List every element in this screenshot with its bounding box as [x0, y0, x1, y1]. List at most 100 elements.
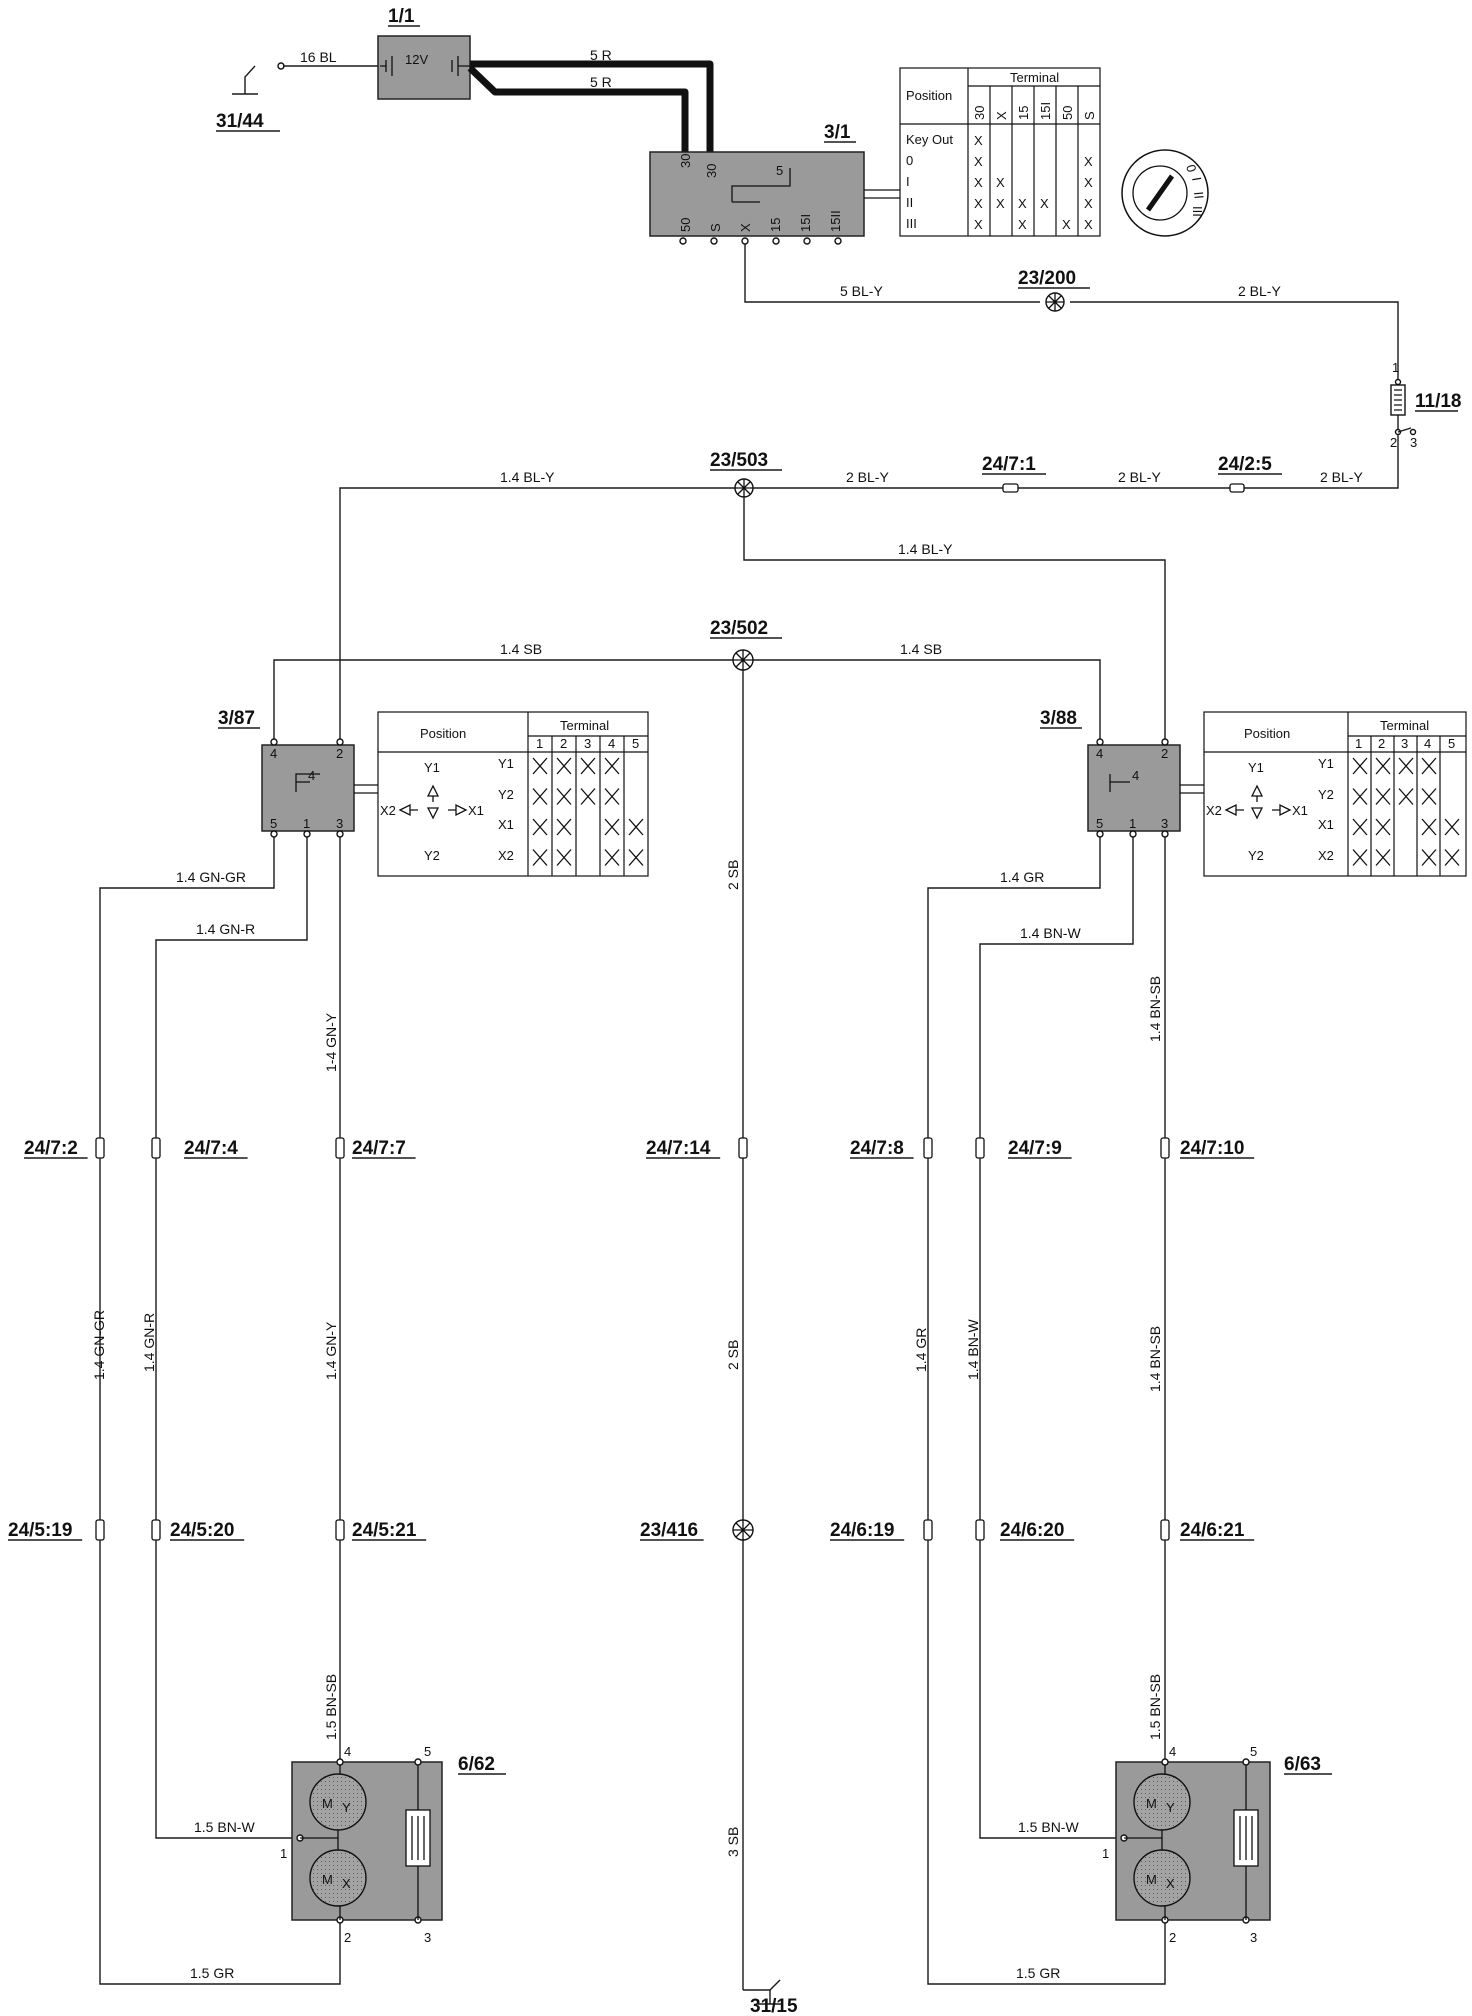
- svg-text:4: 4: [608, 736, 615, 751]
- svg-text:4: 4: [1424, 736, 1431, 751]
- wire-left-gr: [99, 1540, 341, 1985]
- switch-mark: [1398, 788, 1414, 805]
- key-dial-icon: 0 I II III: [1121, 149, 1209, 237]
- ign-table-position-header: Position: [906, 88, 952, 103]
- ground-31-15: 31/15: [743, 1979, 798, 2016]
- svg-text:24/7:1: 24/7:1: [982, 454, 1036, 475]
- switch-mark: [532, 757, 548, 775]
- wire-5bly: [744, 244, 1399, 380]
- wire-label-5r-1: 5 R: [590, 47, 612, 63]
- wire-label-left-bnw: 1.5 BN-W: [194, 1819, 255, 1835]
- ign-mark: X: [1062, 217, 1071, 232]
- right-table-marks: [1352, 757, 1460, 866]
- wire-label-right-pin1: 1.4 BN-W: [1020, 925, 1081, 941]
- connector-24-7-2: 24/7:2: [24, 1137, 105, 1159]
- svg-text:3/88: 3/88: [1040, 708, 1077, 729]
- svg-text:Y: Y: [1166, 1800, 1175, 1815]
- switch-mark: [1421, 818, 1437, 836]
- ign-mark: X: [1084, 196, 1093, 211]
- wire-label-2bly-c: 2 BL-Y: [1118, 469, 1161, 485]
- svg-text:1: 1: [303, 816, 310, 831]
- ground-31-44-label: 31/44: [216, 111, 264, 132]
- ign-mark: X: [974, 196, 983, 211]
- svg-text:3: 3: [1401, 736, 1408, 751]
- connector-label: 24/5:21: [352, 1520, 417, 1541]
- switch-mark: [1352, 788, 1368, 805]
- switch-mark: [1352, 849, 1368, 866]
- motor-x-icon: [309, 1849, 367, 1907]
- svg-text:2: 2: [1169, 1930, 1176, 1945]
- svg-text:Position: Position: [1244, 726, 1290, 741]
- switch-mark: [604, 757, 620, 775]
- ignition-switch-3-1: 3/1 30 30 5 50 S X 15 15I 15II: [649, 122, 900, 245]
- svg-text:30: 30: [704, 164, 719, 178]
- svg-text:X: X: [342, 1876, 351, 1891]
- svg-text:2: 2: [336, 746, 343, 761]
- connector-label: 24/5:19: [8, 1520, 72, 1541]
- svg-text:X: X: [1166, 1876, 1175, 1891]
- switch-mark: [628, 818, 644, 836]
- wire-label-right-gr-mid: 1.4 GR: [913, 1328, 929, 1372]
- switch-mark: [532, 788, 548, 805]
- svg-text:5: 5: [1250, 1744, 1257, 1759]
- switch-mark: [604, 788, 620, 805]
- switch-mark: [580, 757, 596, 775]
- svg-text:15: 15: [1016, 106, 1031, 120]
- svg-text:0: 0: [1183, 163, 1199, 174]
- wire-label-2bly-a: 2 BL-Y: [1238, 283, 1281, 299]
- svg-text:4: 4: [1096, 746, 1103, 761]
- ign-mark: X: [1018, 217, 1027, 232]
- ignition-terminals: [679, 237, 842, 245]
- joystick-symbol: Y1 Y2 X2 X1: [1206, 760, 1308, 863]
- svg-text:3/87: 3/87: [218, 708, 255, 729]
- mirror-switch-right-table: Position Terminal 1 2 3 4 5 Y1 Y2 X1 X2 …: [1203, 711, 1467, 877]
- switch-mark: [580, 788, 596, 805]
- joystick-symbol: Y1 Y2 X2 X1: [380, 760, 484, 863]
- wire-right-bnw: [979, 837, 1134, 1138]
- switch-mark: [628, 849, 644, 866]
- svg-text:6/62: 6/62: [458, 1754, 495, 1775]
- connector-label: 23/416: [640, 1520, 698, 1541]
- svg-text:2: 2: [1390, 435, 1397, 450]
- ign-mark: X: [1040, 196, 1049, 211]
- svg-text:X2: X2: [498, 848, 514, 863]
- wire-label-right-bnsb-mid: 1.4 BN-SB: [1147, 1326, 1163, 1392]
- wire-label-left-pin5: 1.4 GN-GR: [176, 869, 246, 885]
- svg-text:6/63: 6/63: [1284, 1754, 1321, 1775]
- svg-text:15II: 15II: [828, 210, 843, 232]
- switch-mark: [1444, 849, 1460, 866]
- splice-23-200: 23/200: [1018, 268, 1090, 312]
- connector-24-7-4: 24/7:4: [151, 1137, 248, 1159]
- svg-text:X2: X2: [1318, 848, 1334, 863]
- wire-label-right-pin5: 1.4 GR: [1000, 869, 1044, 885]
- switch-mark: [1375, 757, 1391, 775]
- switch-mark: [1375, 788, 1391, 805]
- ign-mark: X: [1084, 154, 1093, 169]
- mirror-switch-3-87: 3/87 4 2 5 1 3 4: [218, 708, 378, 838]
- svg-text:4: 4: [270, 746, 277, 761]
- ignition-switch-label: 3/1: [824, 122, 851, 143]
- svg-text:3: 3: [1410, 435, 1417, 450]
- connector-24-6-20: 24/6:20: [975, 1519, 1075, 1541]
- svg-text:Y2: Y2: [424, 848, 440, 863]
- ign-mark: X: [1084, 175, 1093, 190]
- ign-mark: X: [974, 217, 983, 232]
- switch-mark: [1421, 757, 1437, 775]
- connector-24-7-14: 24/7:14: [646, 1137, 748, 1159]
- svg-text:2: 2: [1378, 736, 1385, 751]
- motor-x-icon: [1133, 1849, 1191, 1907]
- svg-text:X1: X1: [468, 803, 484, 818]
- wire-label-2sb-a: 2 SB: [725, 860, 741, 890]
- switch-mark: [532, 818, 548, 836]
- svg-text:5: 5: [1096, 816, 1103, 831]
- ign-mark: X: [1084, 217, 1093, 232]
- svg-text:Y2: Y2: [1248, 848, 1264, 863]
- wire-5r-1: [470, 60, 714, 160]
- ign-row-label: 0: [906, 153, 913, 168]
- svg-text:30: 30: [678, 154, 693, 168]
- battery-voltage: 12V: [405, 52, 428, 67]
- wire-5r-2: [467, 65, 689, 160]
- fuse-label: 11/18: [1415, 391, 1462, 412]
- svg-text:5: 5: [424, 1744, 431, 1759]
